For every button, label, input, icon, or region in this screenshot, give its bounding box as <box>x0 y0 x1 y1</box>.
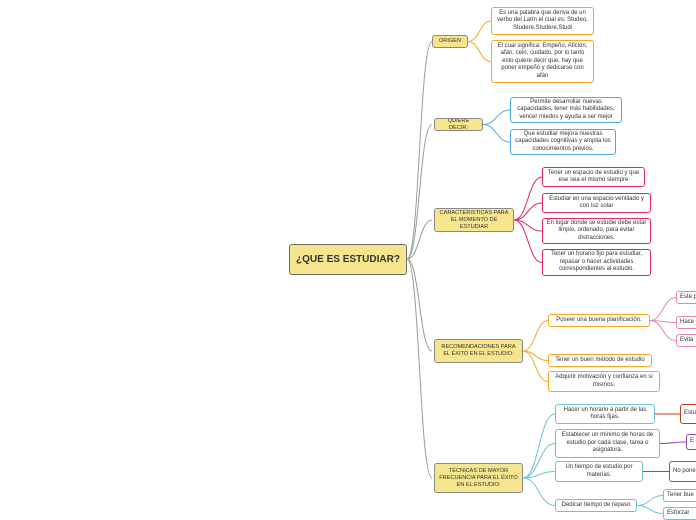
subtopic-metodo-estudio[interactable]: Tener un buen método de estudio <box>548 354 652 367</box>
connector-caract-3 <box>513 219 543 263</box>
connector-caract-1 <box>513 202 543 221</box>
detail-tecnicas-2[interactable]: E <box>686 434 696 450</box>
connector-main-0 <box>406 41 433 260</box>
subtopic-espacio-ventilado[interactable]: Estudiar en una espacio ventilado y con … <box>542 193 651 213</box>
connector-recom-detail-0 <box>649 297 677 321</box>
connector-main-1 <box>406 124 433 260</box>
detail-tecnicas-4[interactable]: Tener bue <box>663 489 696 502</box>
topic-tecnicas[interactable]: TÉCNICAS DE MAYOR FRECUENCIA PARA EL ÉXI… <box>434 463 523 493</box>
connector-tec-detail-4 <box>636 505 664 514</box>
topic-caracteristicas[interactable]: CARACTERISTICAS PARA EL MOMENTO DE ESTUD… <box>434 208 514 232</box>
subtopic-quiere-decir-cognitivas[interactable]: Que estudiar mejora nuestras capacidades… <box>510 129 616 155</box>
connector-caract-0 <box>513 176 543 221</box>
detail-planificacion-3[interactable]: Evita <box>676 334 696 347</box>
connector-tec-detail-3 <box>636 495 664 506</box>
connector-main-4 <box>406 258 433 479</box>
connector-recom-2 <box>522 350 549 382</box>
subtopic-origen-significado[interactable]: El cual significa: Empeño, Afición, afán… <box>491 40 594 83</box>
connector-tec-0 <box>522 413 556 479</box>
connector-recom-detail-2 <box>649 320 677 341</box>
subtopic-horario-horas-fijas[interactable]: Hacer un horario a partir de las horas f… <box>555 404 655 424</box>
subtopic-minimo-horas[interactable]: Establecer un mínimo de horas de estudio… <box>555 429 660 458</box>
subtopic-planificacion[interactable]: Poseer una buena planificación. <box>548 314 650 327</box>
connector-origen-0 <box>467 20 492 42</box>
subtopic-espacio-de-estudio[interactable]: Tener un espacio de estudio y que ese se… <box>542 167 645 187</box>
subtopic-horario-fijo[interactable]: Tener un horario fijo para estudiar, rep… <box>542 249 651 276</box>
detail-tecnicas-3[interactable]: No pone <box>669 461 696 482</box>
topic-recomendaciones[interactable]: RECOMENDACIONES PARA EL ÉXITO EN EL ESTU… <box>434 339 523 363</box>
detail-planificacion-1[interactable]: Este p <box>676 291 696 304</box>
subtopic-origen-etimologia[interactable]: Es una palabra que deriva de un verbo de… <box>491 7 594 35</box>
connector-quiere-1 <box>482 124 511 143</box>
detail-tecnicas-5[interactable]: Esforzar <box>663 507 696 520</box>
topic-origen[interactable]: ORIGEN <box>432 35 468 48</box>
connector-tec-detail-1 <box>659 441 687 444</box>
connector-tec-3 <box>522 477 556 506</box>
connector-recom-0 <box>522 320 549 352</box>
detail-tecnicas-1[interactable]: Estu <box>680 404 696 424</box>
connector-quiere-0 <box>482 109 511 125</box>
connector-tec-2 <box>522 471 556 479</box>
connector-main-3 <box>406 258 433 352</box>
topic-quiere-decir[interactable]: QUIERE DECIR: <box>434 118 483 131</box>
connector-tec-1 <box>522 443 556 479</box>
subtopic-tiempo-por-materias[interactable]: Un tiempo de estudio por materias. <box>555 461 643 482</box>
central-topic[interactable]: ¿QUE ES ESTUDIAR? <box>289 244 407 275</box>
subtopic-quiere-decir-capacidades[interactable]: Permite desarrollar nuevas capacidades, … <box>510 97 622 123</box>
detail-planificacion-2[interactable]: Hace e <box>676 316 696 329</box>
subtopic-motivacion[interactable]: Adquirir motivación y confianza en si mi… <box>548 371 660 392</box>
connector-main-2 <box>406 219 433 260</box>
subtopic-tiempo-de-repaso[interactable]: Dedicar tiempo de repaso <box>555 499 637 512</box>
subtopic-lugar-limpio[interactable]: En lugar donde se estudie debe estar lim… <box>542 218 651 244</box>
connector-origen-1 <box>467 41 492 62</box>
